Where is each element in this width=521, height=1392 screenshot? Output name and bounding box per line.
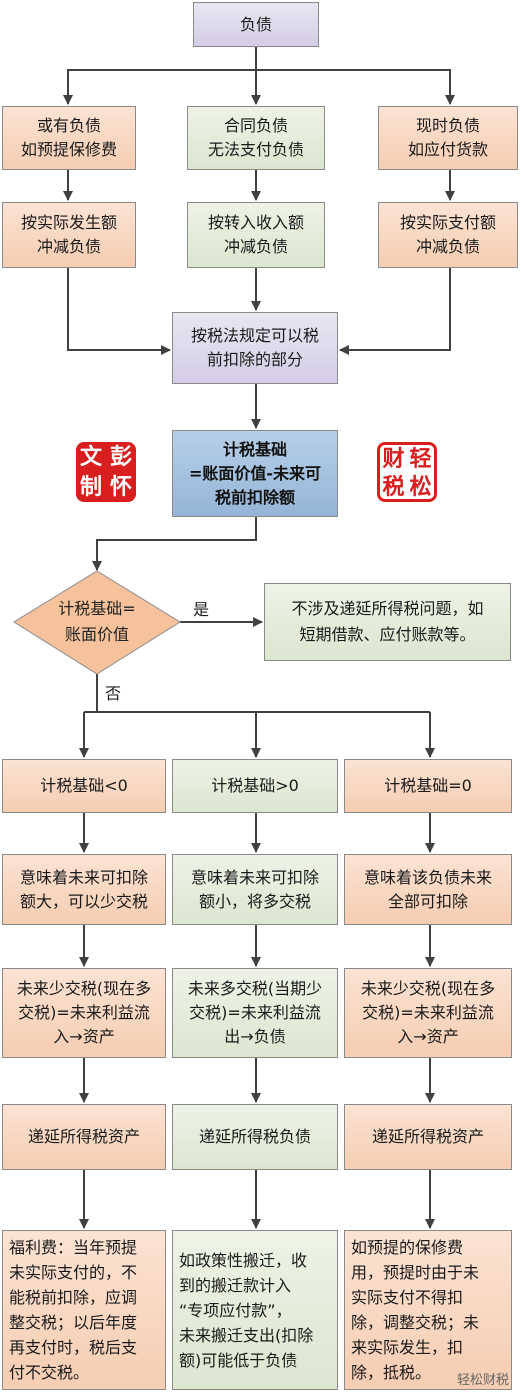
watermark: 轻松财税	[456, 1373, 509, 1388]
decision-question: 计税基础= 账面价值	[58, 599, 136, 644]
example-box-3: 如预提的保修费 用，预提时由于未 实际支付不得扣 除，调整交税；未 来实际发生，…	[344, 1230, 512, 1390]
tax-base-formula-box: 计税基础 =账面价值-未来可 税前扣除额	[172, 430, 338, 517]
deferred-tax-asset-box-2: 递延所得税资产	[344, 1104, 512, 1170]
contract-liability-box: 合同负债 无法支付负债	[187, 106, 325, 170]
contingent-liability-box: 或有负债 如预提保修费	[2, 106, 136, 170]
actual-occurred-offset-box: 按实际发生额 冲减负债	[2, 202, 136, 268]
decision-diamond	[13, 570, 181, 675]
tax-effect-box-1: 未来少交税(现在多 交税)=未来利益流 入→资产	[2, 968, 166, 1058]
seal-left-char-1: 文	[79, 444, 102, 470]
tax-effect-box-3: 未来少交税(现在多 交税)=未来利益流 入→资产	[344, 968, 512, 1058]
seal-left-char-4: 怀	[109, 474, 132, 500]
income-transfer-offset-box: 按转入收入额 冲减负债	[187, 202, 325, 268]
meaning-box-2: 意味着未来可扣除 额小，将多交税	[172, 854, 338, 925]
liability-box: 负债	[193, 2, 319, 47]
seal-right-char-2: 轻	[409, 446, 432, 472]
actual-paid-offset-box: 按实际支付额 冲减负债	[378, 202, 518, 268]
seal-left-char-3: 制	[79, 474, 102, 500]
example-box-1: 福利费：当年预提 未实际支付的，不 能税前扣除，应调 整交税；以后年度 再支付时…	[2, 1230, 166, 1390]
yes-label: 是	[193, 600, 210, 619]
example-box-2: 如政策性搬迁，收 到的搬迁款计入 “专项应付款”， 未来搬迁支出(扣除 额)可能…	[172, 1230, 338, 1390]
deferred-tax-asset-box-1: 递延所得税资产	[2, 1104, 166, 1170]
tax-base-equal-zero-box: 计税基础=0	[344, 759, 512, 813]
seal-left: 文 彭 制 怀	[76, 442, 136, 502]
deferred-tax-liability-box: 递延所得税负债	[172, 1104, 338, 1170]
seal-right: 财 轻 税 松	[377, 442, 437, 502]
seal-right-char-4: 松	[409, 474, 432, 500]
tax-deductible-part-box: 按税法规定可以税 前扣除的部分	[172, 312, 338, 384]
tax-base-greater-than-zero-box: 计税基础>0	[172, 759, 338, 813]
no-label: 否	[105, 684, 122, 703]
meaning-box-3: 意味着该负债未来 全部可扣除	[344, 854, 512, 925]
tax-base-less-than-zero-box: 计税基础<0	[2, 759, 166, 813]
tax-effect-box-2: 未来多交税(当期少 交税)=未来利益流 出→负债	[172, 968, 338, 1058]
seal-right-char-3: 税	[382, 474, 405, 500]
seal-left-char-2: 彭	[109, 444, 132, 470]
no-deferred-tax-box: 不涉及递延所得税问题，如 短期借款、应付账款等。	[264, 583, 511, 661]
meaning-box-1: 意味着未来可扣除 额大，可以少交税	[2, 854, 166, 925]
current-liability-box: 现时负债 如应付货款	[378, 106, 518, 170]
seal-right-char-1: 财	[382, 446, 405, 472]
